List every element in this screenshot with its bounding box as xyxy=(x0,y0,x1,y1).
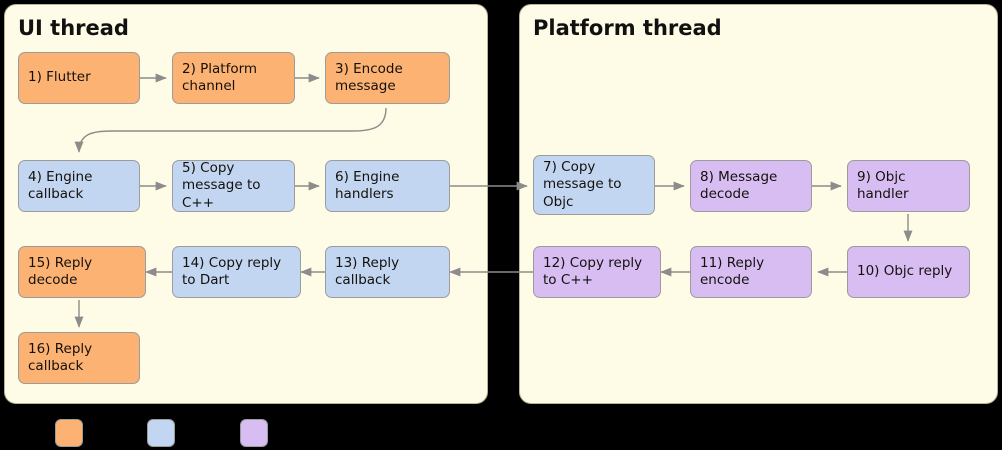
node-label: 1) Flutter xyxy=(28,69,91,86)
node-1-flutter[interactable]: 1) Flutter xyxy=(18,52,140,104)
legend-swatch-blue xyxy=(147,419,175,447)
node-label: 9) Objc handler xyxy=(857,168,909,202)
panel-title-ui-thread: UI thread xyxy=(18,16,129,40)
node-9-objc-handler[interactable]: 9) Objc handler xyxy=(847,160,970,212)
node-10-objc-reply[interactable]: 10) Objc reply xyxy=(847,246,970,298)
legend-swatch-purple xyxy=(240,419,268,447)
legend-swatch-orange xyxy=(55,419,83,447)
node-label: 10) Objc reply xyxy=(857,263,953,280)
panel-title-platform-thread: Platform thread xyxy=(533,16,722,40)
